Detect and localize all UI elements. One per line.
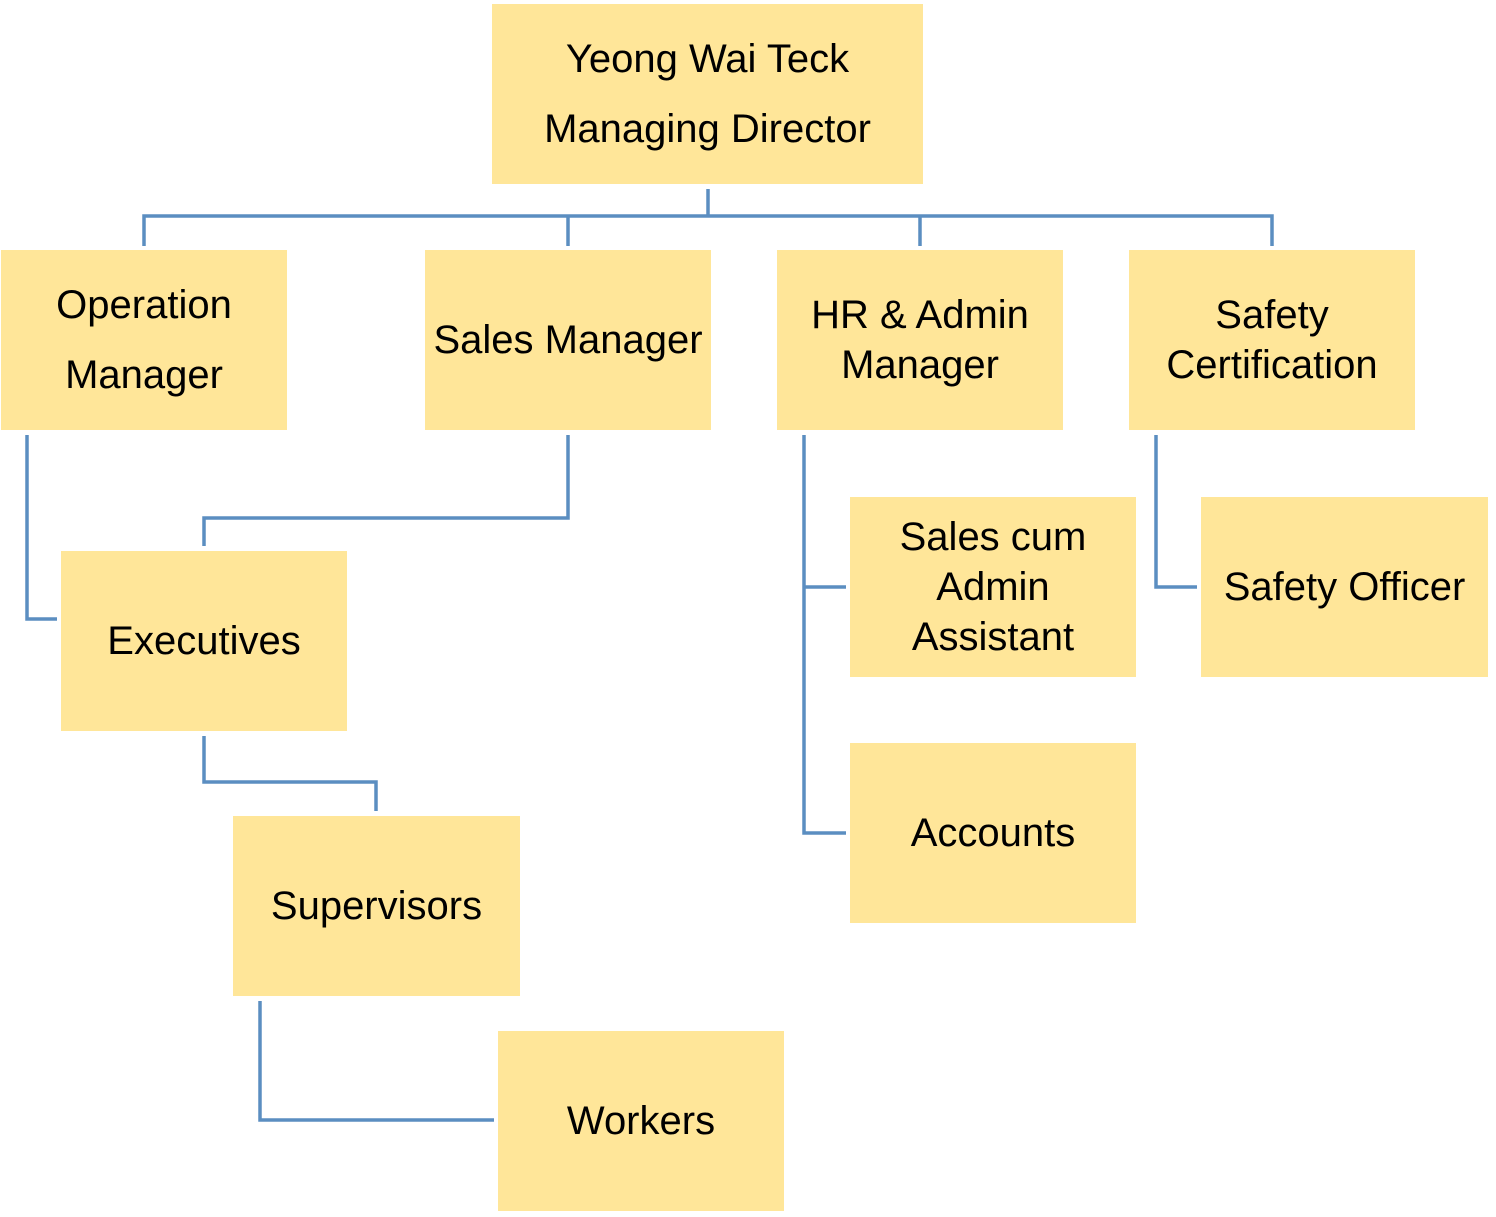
connector-sup-workers [258, 1001, 494, 1122]
node-hr-admin-manager: HR & Admin Manager [777, 250, 1063, 430]
node-workers: Workers [498, 1031, 784, 1211]
node-operation-manager: Operation Manager [1, 250, 287, 430]
node-hr-admin-manager-line-2: Manager [841, 343, 999, 387]
node-hr-admin-manager-line-1: HR & Admin [811, 293, 1029, 337]
node-safety-certification: Safety Certification [1129, 250, 1415, 430]
connector-exec-sup [202, 736, 378, 811]
node-operation-manager-line-2: Manager [65, 353, 223, 397]
connector-safety-officer [1154, 435, 1197, 589]
node-managing-director-line-1: Yeong Wai Teck [565, 37, 850, 81]
node-accounts-line-1: Accounts [910, 811, 1076, 855]
node-managing-director: Yeong Wai Teck Managing Director [492, 4, 923, 184]
connector-hr-accounts [802, 435, 846, 835]
node-managing-director-line-2: Managing Director [544, 107, 871, 151]
node-accounts: Accounts [850, 743, 1136, 923]
node-operation-manager-line-1: Operation [56, 283, 232, 327]
node-safety-certification-line-1: Safety [1215, 293, 1329, 337]
node-supervisors-line-1: Supervisors [270, 884, 483, 928]
node-safety-certification-line-2: Certification [1166, 343, 1378, 387]
node-sales-manager: Sales Manager [425, 250, 711, 430]
node-sales-cum-admin-assistant-line-2: Admin [936, 565, 1050, 609]
node-sales-manager-line-1: Sales Manager [433, 318, 703, 362]
node-safety-officer-line-1: Safety Officer [1223, 565, 1466, 609]
node-sales-cum-admin-assistant-line-3: Assistant [911, 615, 1075, 659]
node-sales-cum-admin-assistant: Sales cum Admin Assistant [850, 497, 1136, 677]
node-safety-officer: Safety Officer [1201, 497, 1488, 677]
connector-op-exec [25, 435, 57, 621]
node-executives: Executives [61, 551, 347, 731]
connector-sales-exec [202, 435, 570, 546]
node-sales-cum-admin-assistant-line-1: Sales cum [899, 515, 1087, 559]
node-workers-line-1: Workers [566, 1099, 716, 1143]
connector-top-bus [142, 214, 1274, 246]
node-supervisors: Supervisors [233, 816, 520, 996]
node-executives-line-1: Executives [107, 619, 301, 663]
